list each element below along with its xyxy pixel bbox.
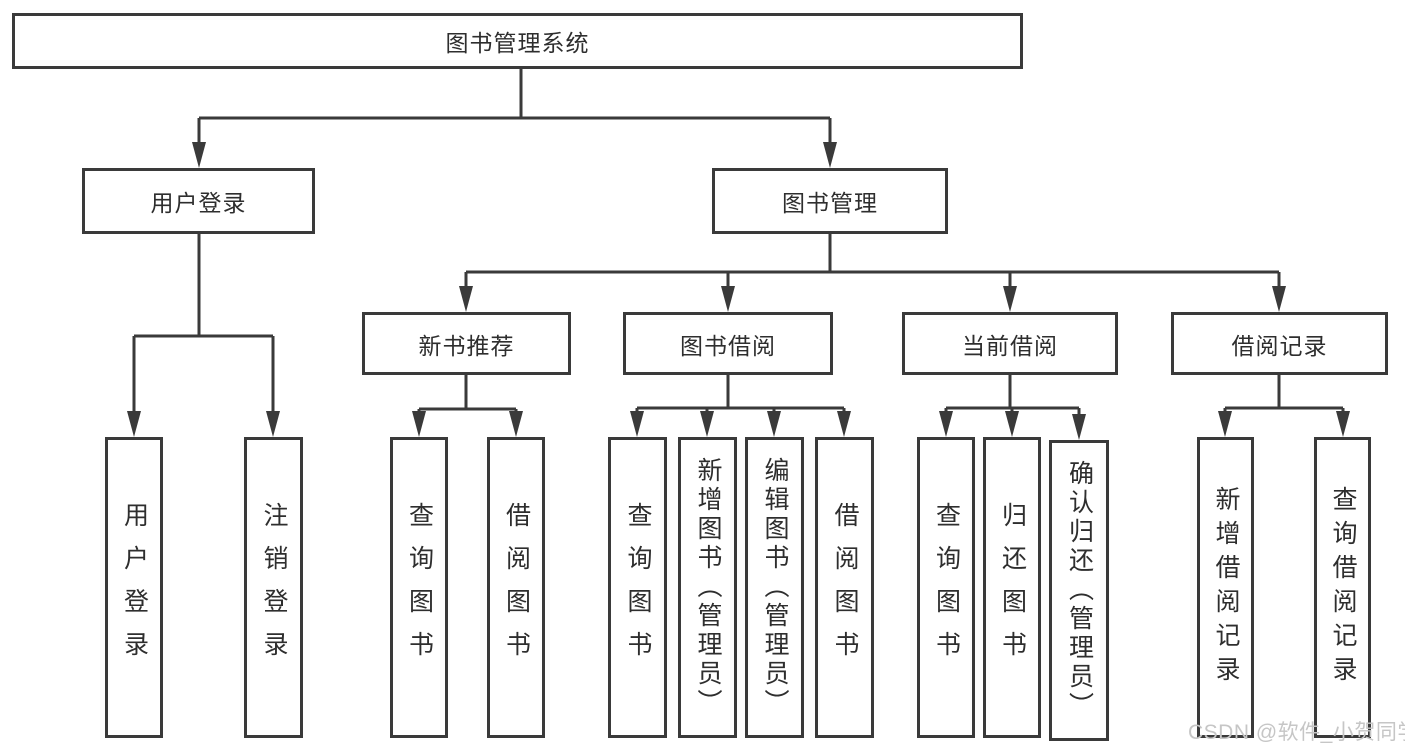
node-user-login-branch: 用户登录	[82, 168, 315, 234]
connector-new-book-group	[412, 375, 523, 437]
leaf-logout: 注销登录	[244, 437, 303, 738]
leaf-query-book-2: 查询图书	[608, 437, 667, 738]
node-new-book-recommend: 新书推荐	[362, 312, 571, 375]
node-book-mgmt-branch: 图书管理	[712, 168, 948, 234]
node-borrow-record: 借阅记录	[1171, 312, 1388, 375]
leaf-add-borrow-record: 新增借阅记录	[1197, 437, 1254, 738]
connector-borrow-record-group	[1218, 375, 1350, 437]
leaf-query-borrow-record: 查询借阅记录	[1314, 437, 1371, 738]
connector-root-to-level2	[192, 68, 837, 168]
leaf-borrow-book-2: 借阅图书	[815, 437, 874, 738]
leaf-return-book: 归还图书	[983, 437, 1041, 738]
connector-book-mgmt-to-level3	[459, 233, 1286, 312]
leaf-edit-book-admin: 编辑图书（管理员）	[745, 437, 804, 738]
node-root-system: 图书管理系统	[12, 13, 1023, 69]
node-current-borrow: 当前借阅	[902, 312, 1118, 375]
leaf-query-book-3: 查询图书	[917, 437, 975, 738]
leaf-user-login: 用户登录	[105, 437, 163, 738]
node-book-borrow: 图书借阅	[623, 312, 833, 375]
connector-current-borrow-group	[939, 375, 1086, 440]
connector-book-borrow-group	[630, 375, 851, 437]
watermark: CSDN @软件_小贺同学	[1188, 721, 1405, 744]
leaf-add-book-admin: 新增图书（管理员）	[678, 437, 737, 738]
leaf-query-book-1: 查询图书	[390, 437, 448, 738]
connector-user-login-to-leaves	[127, 233, 280, 437]
leaf-confirm-return-admin: 确认归还（管理员）	[1049, 440, 1109, 741]
leaf-borrow-book-1: 借阅图书	[487, 437, 545, 738]
